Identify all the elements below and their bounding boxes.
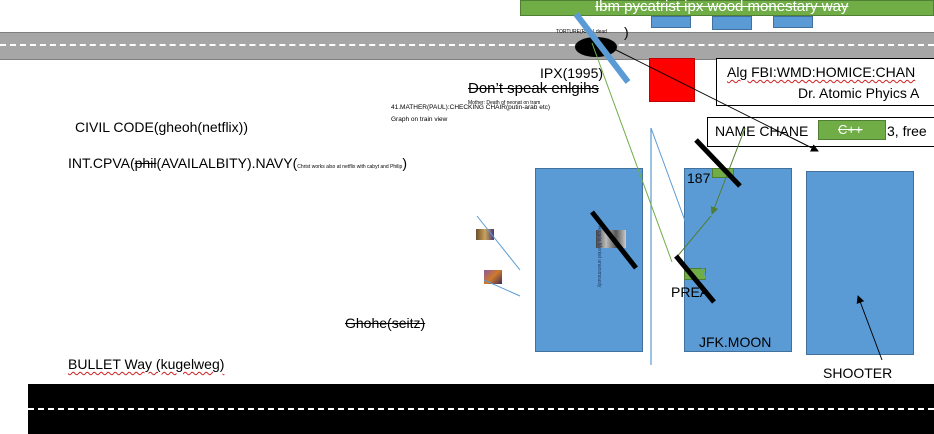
- banner-tab-2: [712, 16, 752, 30]
- thumbnail-1: [476, 229, 494, 240]
- blue-thin-1: [476, 215, 521, 271]
- dont-speak-label: Don’t speak enlgihs: [468, 80, 599, 97]
- ghohe-label: Ghohe(seitz): [345, 315, 426, 331]
- black-slash-1: [694, 138, 742, 188]
- jfk-label: JFK.MOON: [699, 334, 772, 350]
- bottom-road-dashes: [28, 408, 934, 410]
- black-slash-2: [590, 210, 638, 270]
- intcpva-part-b: (AVAILALBITY).NAVY(: [156, 155, 298, 171]
- mather-sub: Mother: Death of neonat on tram: [468, 100, 541, 106]
- red-box: [649, 58, 695, 102]
- intcpva-small: Christ works also at netflix with cabyt …: [297, 164, 403, 170]
- graph-label: Graph on train view: [391, 116, 448, 123]
- blue-thin-2: [483, 279, 521, 297]
- blue-long-diagonal: [650, 127, 715, 301]
- cpp-box: [818, 120, 886, 140]
- alg-line2: Dr. Atomic Phyics A: [798, 85, 920, 101]
- n187-label: 187: [687, 170, 711, 186]
- intcpva-part-c: ): [402, 155, 407, 171]
- prea-label: PREA: [671, 284, 710, 300]
- building-middle: [684, 168, 792, 352]
- alg-line1: Alg FBI:WMD:HOMICE:CHAN: [727, 64, 916, 80]
- mather-label: 41.MATHER(PAUL):CHECKING CHAIR(putin-ara…: [391, 104, 551, 111]
- top-road-paren: ): [624, 24, 629, 40]
- black-slash-3: [674, 254, 716, 304]
- thumbnail-2: [484, 270, 502, 284]
- arrow-oval-to-name: [611, 47, 819, 152]
- ipx-label: IPX(1995): [540, 65, 604, 81]
- banner-title: Ibm pycatrist ipx wood monestary way: [595, 0, 849, 15]
- cpp-label: C++: [838, 122, 863, 137]
- shooter-arrow: [856, 295, 883, 361]
- alg-box: [716, 58, 934, 106]
- building-left: [535, 168, 643, 352]
- banner-tab-3: [773, 16, 813, 28]
- green-arrow-2: [675, 215, 712, 259]
- intcpva-line: INT.CPVA(phil(AVAILALBITY).NAVY(Christ w…: [68, 155, 407, 171]
- vertical-label: Angela Merkel unanimously: [596, 226, 602, 288]
- shooter-label: SHOOTER: [823, 365, 893, 381]
- bullet-way-label: BULLET Way (kugelweg): [68, 356, 225, 372]
- building-right: [806, 171, 914, 355]
- name-chane-tail: 3, free: [887, 123, 927, 139]
- green-line: [591, 42, 673, 263]
- civil-code-label: CIVIL CODE(gheoh(netflix)): [75, 119, 248, 135]
- intcpva-part-a: INT.CPVA(: [68, 155, 135, 171]
- top-road: [0, 32, 934, 60]
- banner-tab-1: [651, 16, 691, 28]
- intcpva-phil: phil: [134, 155, 157, 171]
- top-road-dashes: [0, 44, 934, 46]
- top-road-label: TORTURE(RAIL) dead: [556, 29, 607, 35]
- blue-diagonal-line: [573, 12, 631, 84]
